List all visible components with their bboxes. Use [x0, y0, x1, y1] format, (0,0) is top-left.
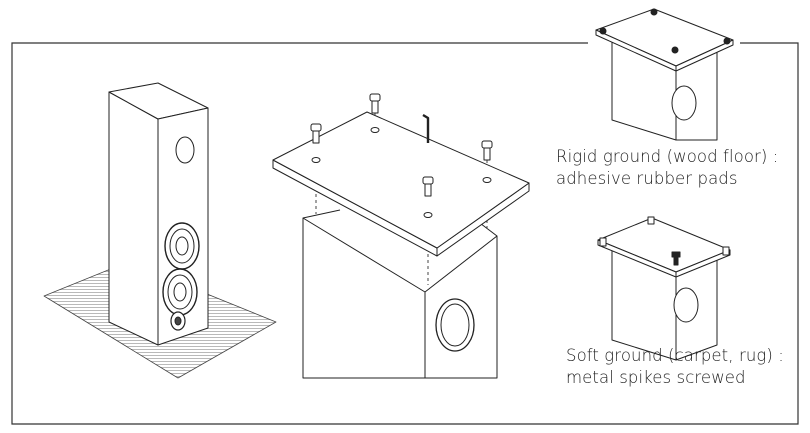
plinth-assembly-illustration — [272, 93, 530, 379]
plinth-holes — [311, 127, 492, 218]
rigid-ground-illustration — [588, 8, 738, 141]
screw-back — [369, 93, 381, 114]
rubber-pads — [599, 8, 731, 54]
screw-front — [422, 176, 434, 197]
woofer-upper — [164, 222, 200, 270]
allen-key — [422, 113, 430, 143]
rigid-ground-caption-line2: adhesive rubber pads — [556, 169, 738, 188]
bass-port — [175, 136, 195, 164]
rigid-ground-caption: Rigid ground (wood floor) : adhesive rub… — [556, 146, 778, 190]
soft-ground-caption-line1: Soft ground (carpet, rug) : — [566, 346, 784, 365]
outer-frame — [11, 42, 799, 425]
woofer-lower — [162, 268, 198, 316]
soft-ground-caption-line2: metal spikes screwed — [566, 368, 746, 387]
screw-right — [481, 140, 493, 161]
speaker-on-mat-illustration — [43, 82, 277, 379]
soft-ground-caption: Soft ground (carpet, rug) : metal spikes… — [566, 345, 784, 389]
tweeter — [170, 311, 186, 331]
screw-left — [310, 123, 322, 144]
rigid-ground-caption-line1: Rigid ground (wood floor) : — [556, 147, 779, 166]
metal-spikes — [599, 216, 730, 266]
soft-ground-illustration — [597, 216, 731, 361]
speaker-side-panel — [108, 91, 159, 346]
plinth-board-top — [272, 111, 530, 249]
speaker-body-side — [302, 217, 426, 379]
